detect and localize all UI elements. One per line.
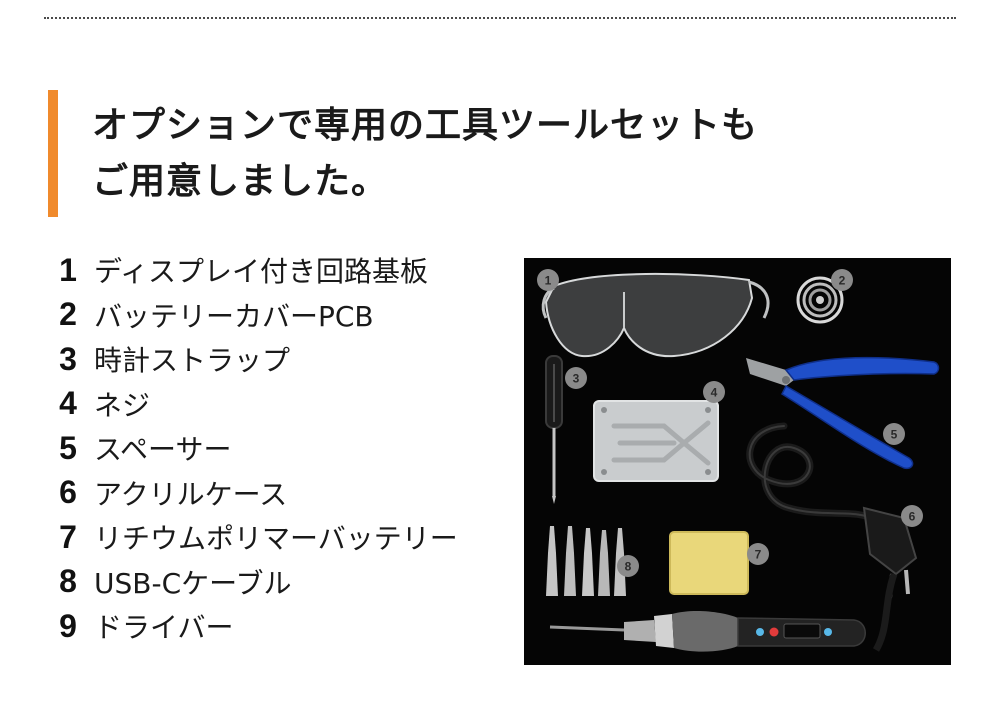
- badge-3: 3: [565, 367, 587, 389]
- badge-1: 1: [537, 269, 559, 291]
- power-cable-image: [746, 422, 918, 652]
- dotted-divider: [44, 17, 956, 19]
- section-heading: オプションで専用の工具ツールセットも ご用意しました。: [92, 98, 952, 210]
- list-item: 6 アクリルケース: [44, 471, 519, 516]
- item-number: 9: [59, 607, 77, 644]
- badge-5: 5: [883, 423, 905, 445]
- list-item: 9 ドライバー: [44, 604, 519, 649]
- badge-3-label: 3: [573, 372, 580, 386]
- item-number: 8: [59, 563, 77, 600]
- item-number: 4: [59, 385, 77, 422]
- list-item: 2 バッテリーカバーPCB: [44, 293, 519, 338]
- section-heading-line-2: ご用意しました。: [92, 161, 389, 202]
- badge-4: 4: [703, 381, 725, 403]
- cleaning-sponge-image: [669, 531, 749, 595]
- badge-4-label: 4: [711, 386, 718, 400]
- item-number: 1: [59, 251, 77, 288]
- section-heading-line-1: オプションで専用の工具ツールセットも: [92, 105, 759, 146]
- item-number: 5: [59, 429, 77, 466]
- item-label: スペーサー: [94, 433, 232, 467]
- heading-accent-bar: [48, 90, 58, 217]
- list-item: 3 時計ストラップ: [44, 337, 519, 382]
- list-item: 5 スペーサー: [44, 426, 519, 471]
- badge-2-label: 2: [839, 274, 846, 288]
- soldering-iron-image: [549, 611, 866, 652]
- heat-plate-image: [593, 400, 719, 482]
- item-number: 7: [59, 518, 77, 555]
- screwdriver-image: [545, 355, 563, 504]
- solder-wire-image: [796, 276, 844, 324]
- item-label: バッテリーカバーPCB: [94, 299, 374, 333]
- badge-5-label: 5: [891, 428, 898, 442]
- safety-glasses-image: [541, 272, 770, 358]
- tool-set-illustration: 1 2 3 4 5 6 7 8: [524, 258, 951, 665]
- list-item: 7 リチウムポリマーバッテリー: [44, 515, 519, 560]
- item-number: 3: [59, 340, 77, 377]
- item-label: ドライバー: [94, 611, 234, 645]
- badge-8: 8: [617, 555, 639, 577]
- item-label: ネジ: [94, 388, 151, 422]
- tool-set-photo: 1 2 3 4 5 6 7 8: [524, 258, 951, 665]
- list-item: 1 ディスプレイ付き回路基板: [44, 248, 519, 293]
- list-item: 8 USB-Cケーブル: [44, 560, 519, 605]
- badge-7: 7: [747, 543, 769, 565]
- badge-7-label: 7: [755, 548, 762, 562]
- badge-6: 6: [901, 505, 923, 527]
- badge-6-label: 6: [909, 510, 916, 524]
- badge-2: 2: [831, 269, 853, 291]
- item-label: アクリルケース: [94, 477, 288, 511]
- item-label: リチウムポリマーバッテリー: [94, 522, 458, 556]
- item-number: 6: [59, 474, 77, 511]
- item-label: USB-Cケーブル: [94, 566, 292, 600]
- list-item: 4 ネジ: [44, 382, 519, 427]
- item-label: ディスプレイ付き回路基板: [94, 255, 429, 289]
- item-number: 2: [59, 296, 77, 333]
- included-items-list: 1 ディスプレイ付き回路基板 2 バッテリーカバーPCB 3 時計ストラップ 4…: [44, 248, 519, 649]
- badge-1-label: 1: [545, 274, 552, 288]
- pliers-image: [746, 356, 940, 470]
- item-label: 時計ストラップ: [94, 344, 291, 378]
- badge-8-label: 8: [625, 560, 632, 574]
